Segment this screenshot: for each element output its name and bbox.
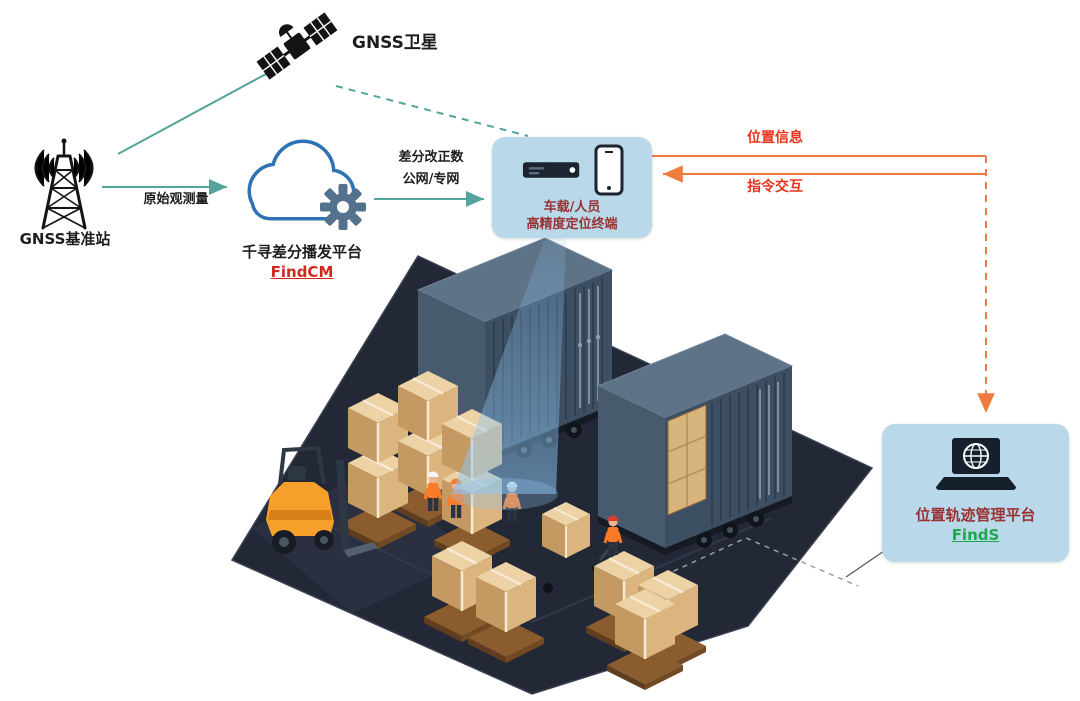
forklift	[266, 445, 378, 557]
findcm-label: FindCM	[270, 263, 334, 281]
laptop-globe-icon	[930, 437, 1022, 497]
cloud-gear-icon	[247, 139, 366, 230]
receiver-icon	[521, 148, 585, 196]
position-info-label: 位置信息	[747, 130, 803, 146]
connector-lines	[102, 73, 995, 578]
container-b	[596, 333, 794, 555]
terminal-panel: 车载/人员 高精度定位终端	[492, 137, 652, 238]
satellite-icon	[256, 12, 338, 80]
command-interaction-label: 指令交互	[747, 179, 803, 195]
terminal-icons	[521, 144, 624, 200]
management-platform-panel: 位置轨迹管理平台 FindS	[882, 424, 1069, 562]
positioning-beam	[450, 238, 566, 510]
signal-tower-icon	[34, 138, 94, 230]
terminal-label-line1: 车载/人员	[543, 200, 601, 215]
finds-label: FindS	[951, 526, 1000, 544]
diff-correction-label: 差分改正数	[398, 150, 464, 165]
cloud-platform-label: 千寻差分播发平台	[241, 243, 362, 261]
satellite-label: GNSS卫星	[352, 33, 438, 53]
smartphone-icon	[594, 144, 624, 200]
gear-icon	[320, 184, 366, 230]
network-type-label: 公网/专网	[402, 172, 460, 187]
management-platform-label: 位置轨迹管理平台	[915, 506, 1036, 524]
terminal-label-line2: 高精度定位终端	[526, 217, 618, 232]
base-station-label: GNSS基准站	[19, 230, 111, 248]
raw-observation-label: 原始观测量	[143, 192, 209, 207]
